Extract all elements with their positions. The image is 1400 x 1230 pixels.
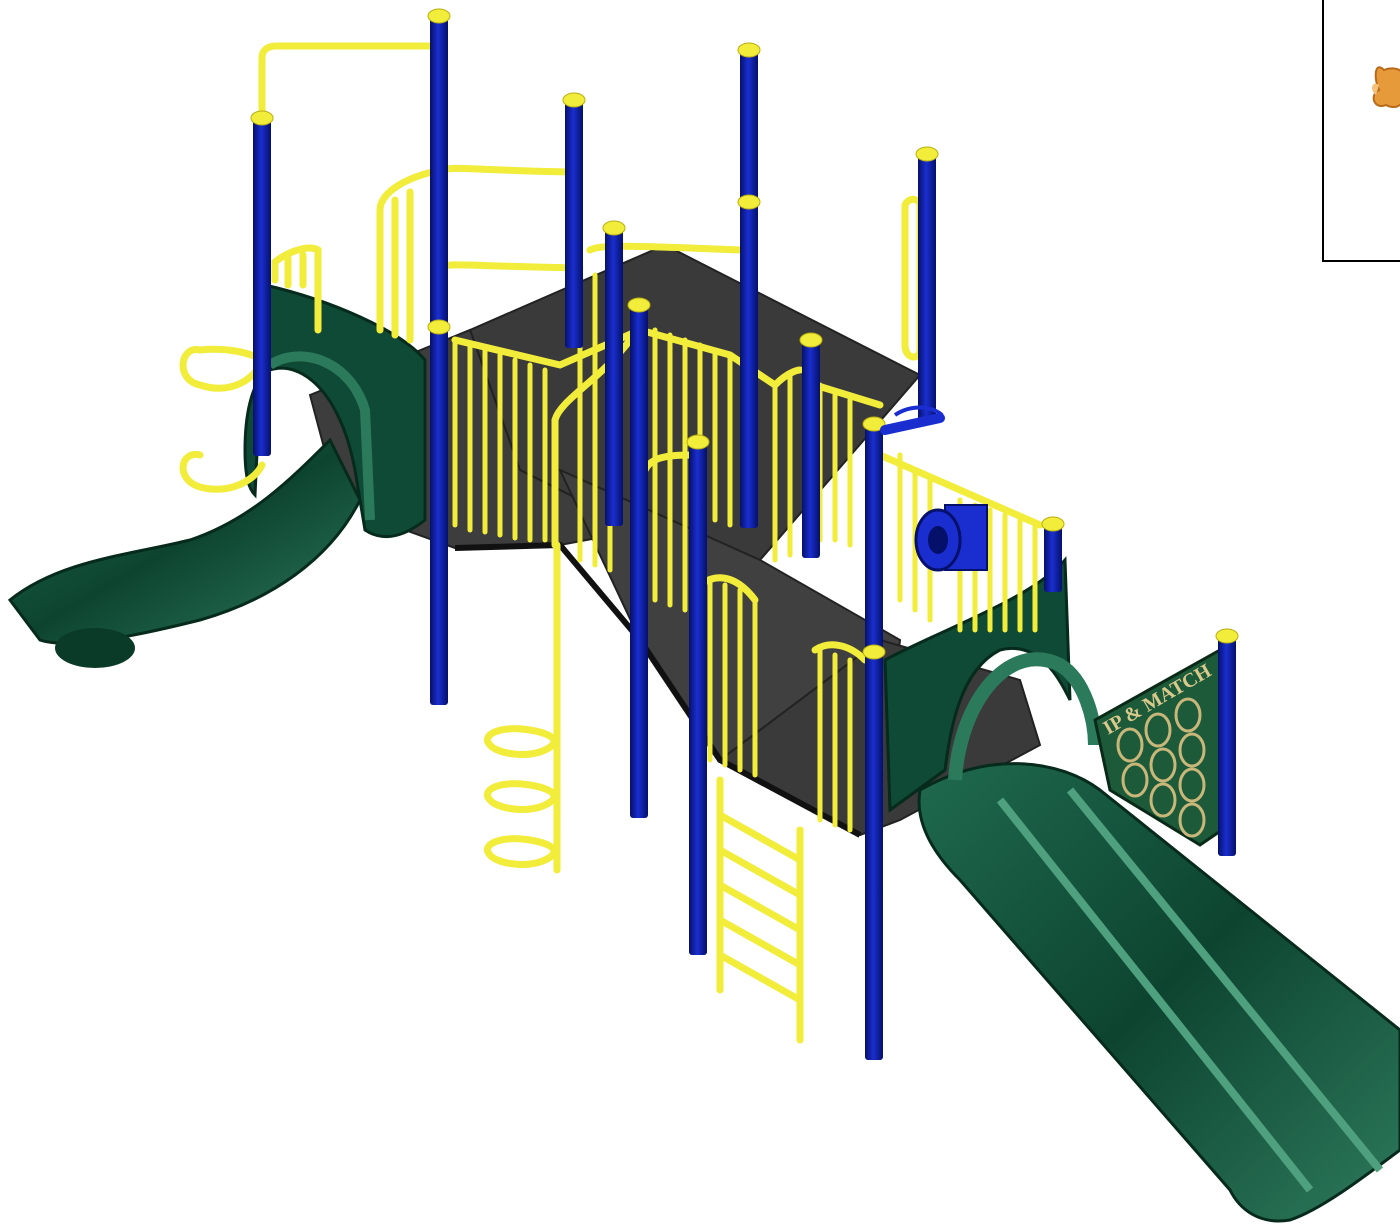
telescope [880,405,945,435]
post [427,319,451,705]
post [686,434,710,955]
logo-box [1322,0,1400,262]
left-slide [7,283,427,668]
post [627,297,651,818]
post [1041,516,1065,592]
post [799,332,823,558]
post [562,92,586,348]
post [602,220,626,526]
post [915,146,939,422]
steering-wheel [914,504,988,572]
yellow-rails [179,42,1044,1044]
post [862,416,886,1060]
post [737,42,761,528]
accessories [880,405,988,572]
post [1215,628,1239,856]
right-slide [883,556,1400,1223]
mascot-icon [1372,66,1400,108]
posts [250,8,1239,1060]
post [250,110,274,456]
